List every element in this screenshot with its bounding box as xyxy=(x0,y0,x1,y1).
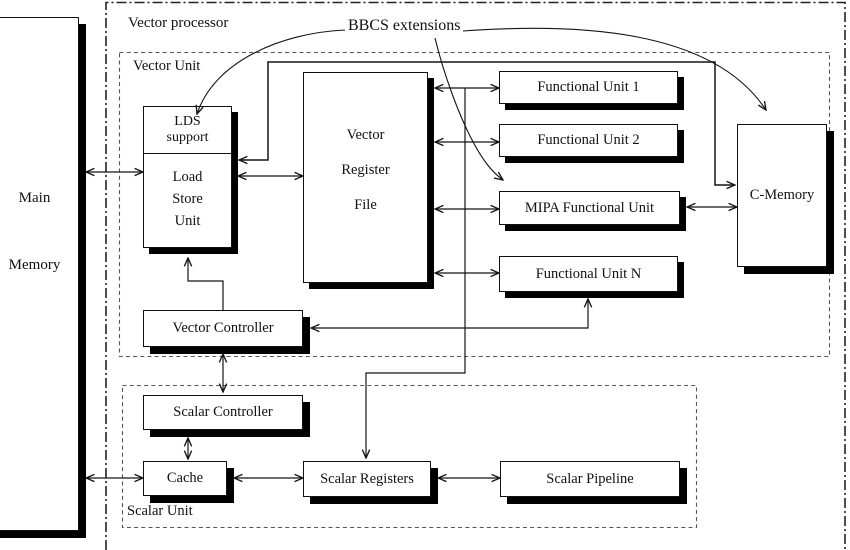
functional-unit-2-box: Functional Unit 2 xyxy=(499,124,678,157)
functional-unit-n-box: Functional Unit N xyxy=(499,256,678,292)
functional-unit-1-box: Functional Unit 1 xyxy=(499,71,678,104)
load-store-unit-box: LDS support Load Store Unit xyxy=(143,106,232,248)
cache-label: Cache xyxy=(166,470,204,486)
main-memory-label-line1: Main xyxy=(18,190,51,206)
scalar-registers-label: Scalar Registers xyxy=(320,470,414,487)
main-memory-label-line2: Memory xyxy=(8,257,61,273)
functional-unit-n-label: Functional Unit N xyxy=(535,265,642,282)
lsu-line2: Store xyxy=(172,190,203,207)
vrf-line1: Vector xyxy=(346,127,385,143)
lds-support-line2: support xyxy=(166,130,209,145)
arrow-fun-vectorcontroller xyxy=(311,299,588,328)
mipa-functional-unit-label: MIPA Functional Unit xyxy=(524,199,655,216)
vrf-line3: File xyxy=(354,197,377,213)
main-memory-box: Main Memory xyxy=(0,17,79,531)
c-memory-label: C-Memory xyxy=(749,187,815,203)
vector-register-file-box: Vector Register File xyxy=(303,72,428,283)
functional-unit-1-label: Functional Unit 1 xyxy=(537,79,640,95)
scalar-registers-box: Scalar Registers xyxy=(303,461,431,497)
scalar-unit-label: Scalar Unit xyxy=(127,503,193,519)
arrow-vectorcontroller-lsu xyxy=(188,258,224,311)
lsu-line1: Load xyxy=(172,168,203,185)
mipa-functional-unit-box: MIPA Functional Unit xyxy=(499,191,680,225)
lds-support-section: LDS support xyxy=(144,107,231,154)
c-memory-box: C-Memory xyxy=(737,124,827,267)
lsu-line3: Unit xyxy=(174,212,201,229)
scalar-controller-label: Scalar Controller xyxy=(173,404,273,420)
vector-controller-box: Vector Controller xyxy=(143,310,303,347)
scalar-controller-box: Scalar Controller xyxy=(143,395,303,430)
scalar-pipeline-label: Scalar Pipeline xyxy=(546,470,634,487)
vector-controller-label: Vector Controller xyxy=(172,320,274,336)
functional-unit-2-label: Functional Unit 2 xyxy=(537,132,640,148)
load-store-unit-section: Load Store Unit xyxy=(144,154,231,247)
vector-processor-label: Vector processor xyxy=(128,15,229,31)
bbcs-arrow-to-mipa xyxy=(434,37,503,180)
vector-unit-label: Vector Unit xyxy=(133,58,201,74)
cache-box: Cache xyxy=(143,461,227,496)
bbcs-extensions-annotation: BBCS extensions xyxy=(348,17,461,34)
lds-support-line1: LDS xyxy=(174,113,201,129)
vrf-line2: Register xyxy=(341,162,390,178)
scalar-pipeline-box: Scalar Pipeline xyxy=(500,461,680,497)
